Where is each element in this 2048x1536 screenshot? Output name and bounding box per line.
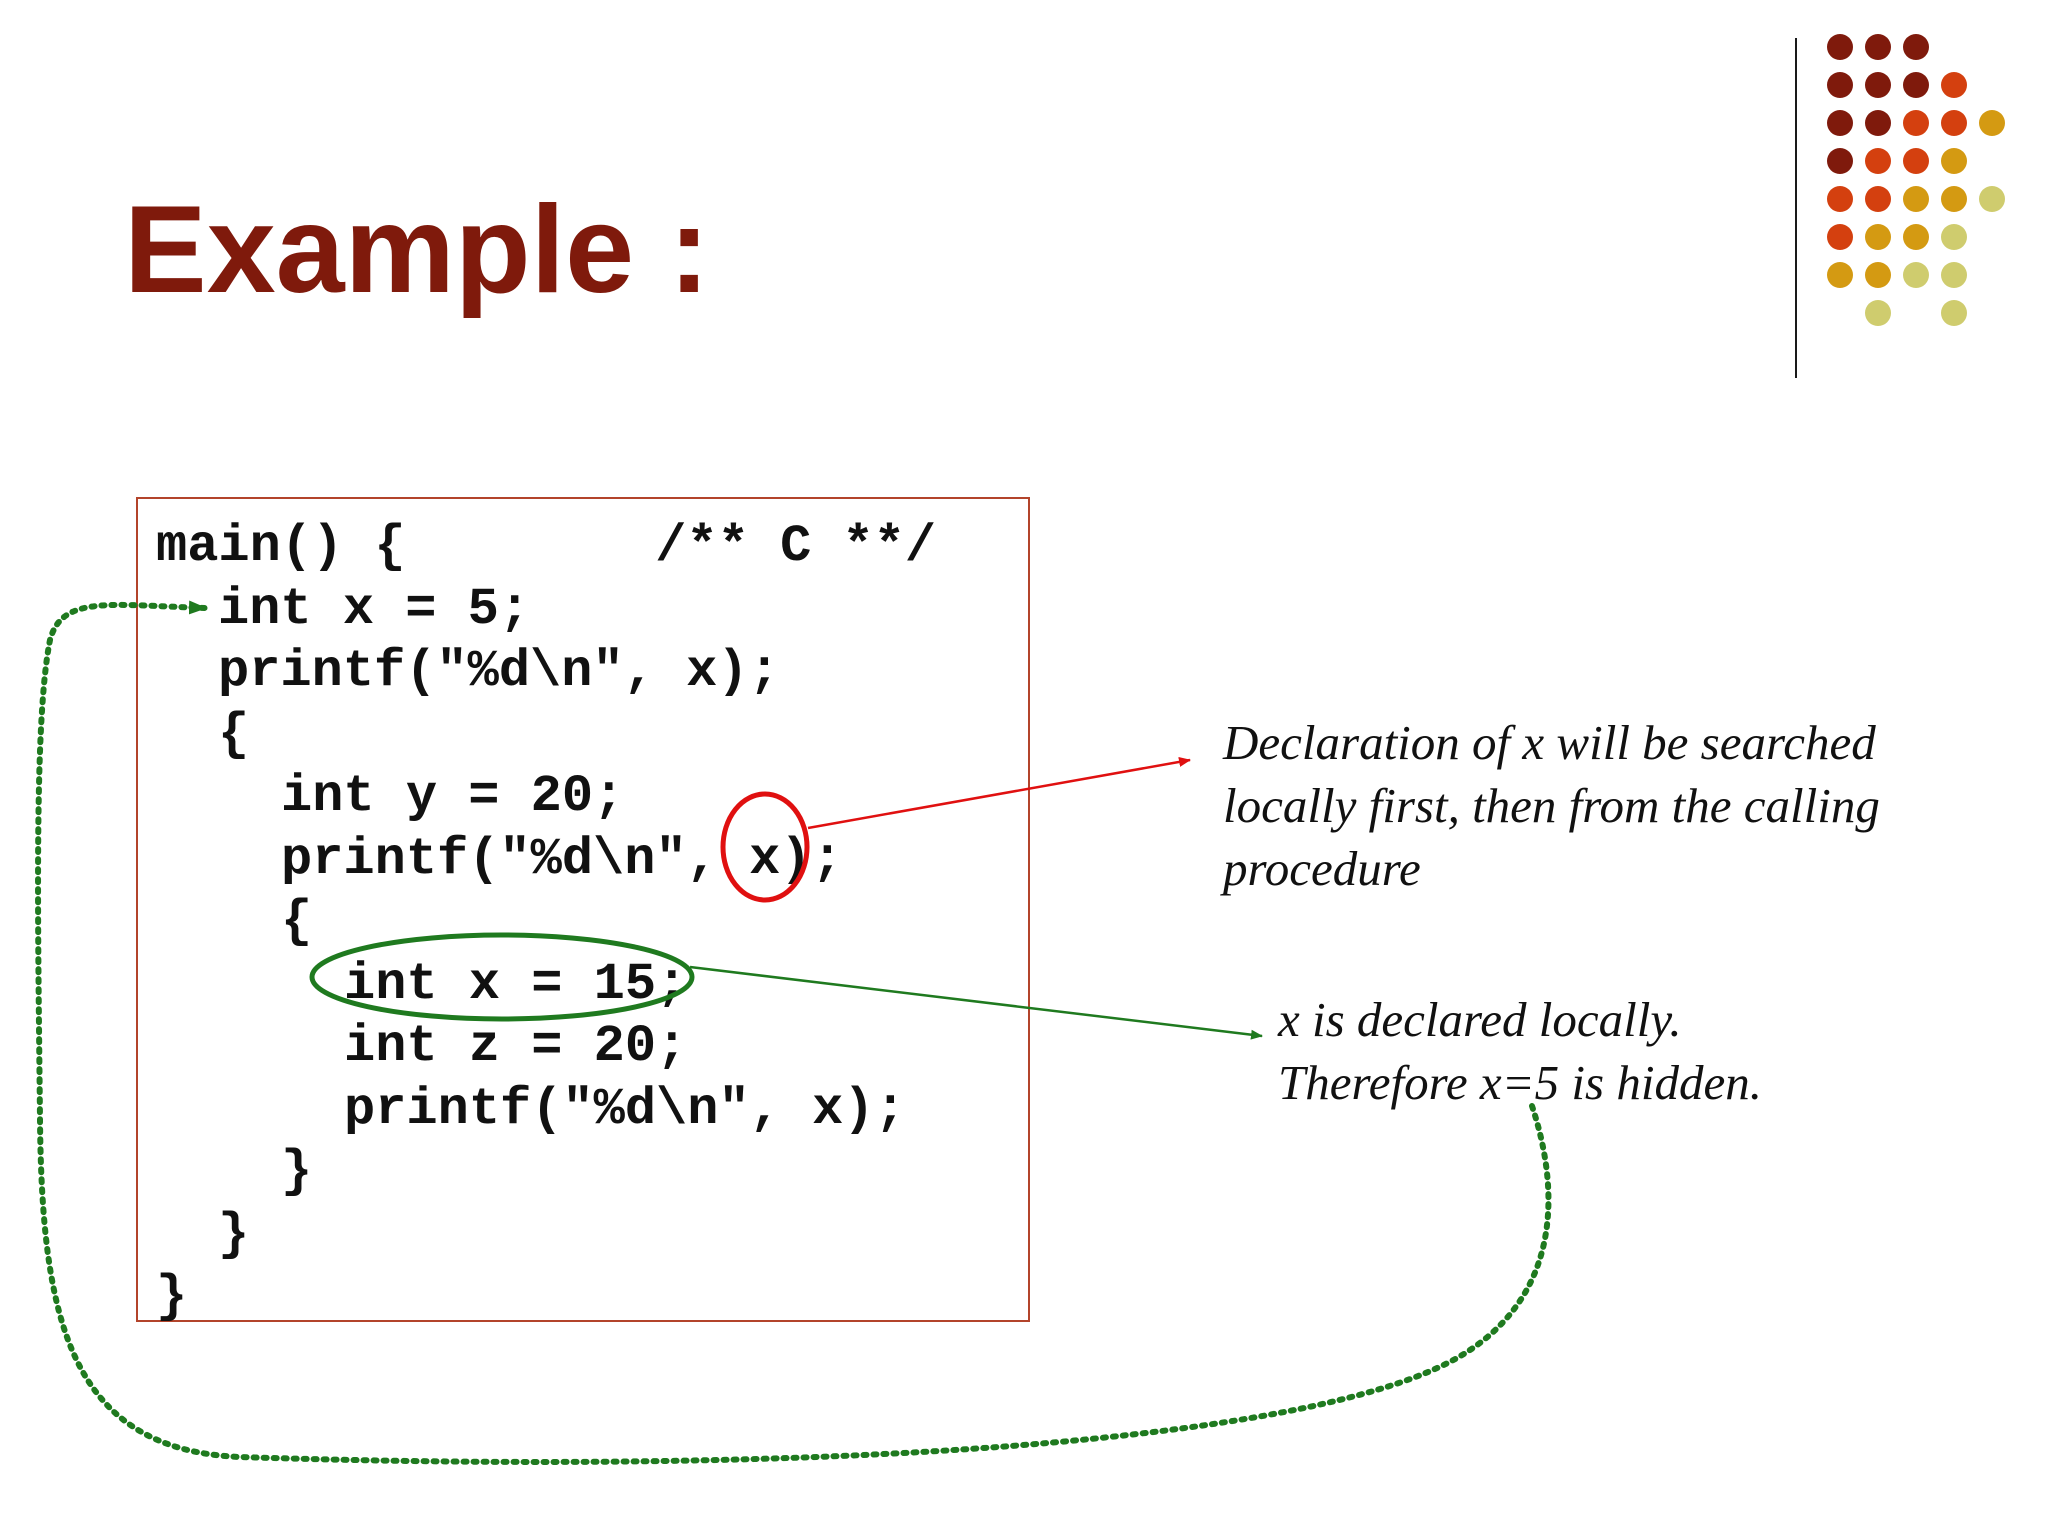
dot bbox=[1979, 186, 2005, 212]
code-line-printf-outer: printf("%d\n", x); bbox=[218, 642, 780, 701]
dot bbox=[1941, 224, 1967, 250]
dot bbox=[1865, 110, 1891, 136]
code-line-int-y-20: int y = 20; bbox=[281, 767, 625, 826]
dot bbox=[1827, 110, 1853, 136]
local-declaration-arrow bbox=[689, 965, 1263, 1040]
dot bbox=[1903, 34, 1929, 60]
code-line-int-x-15: int x = 15; bbox=[344, 955, 688, 1014]
dot bbox=[1865, 186, 1891, 212]
dot bbox=[1903, 72, 1929, 98]
dot bbox=[1827, 72, 1853, 98]
dot bbox=[1865, 262, 1891, 288]
hidden-variable-dotted-link bbox=[35, 600, 1552, 1465]
dot bbox=[1941, 262, 1967, 288]
title-divider-line bbox=[1795, 38, 1797, 378]
code-line-brace-open-2: { bbox=[281, 892, 313, 951]
dot bbox=[1941, 186, 1967, 212]
code-line-brace-close-1: } bbox=[218, 1205, 250, 1264]
code-line-brace-open-1: { bbox=[218, 705, 250, 764]
dot bbox=[1941, 110, 1967, 136]
code-line-printf-inner: printf("%d\n", x); bbox=[344, 1080, 906, 1139]
dot bbox=[1941, 148, 1967, 174]
dot bbox=[1903, 262, 1929, 288]
code-line-main: main() { /** C **/ bbox=[156, 517, 937, 576]
hidden-note-line-1: x is declared locally. bbox=[1278, 992, 1682, 1047]
code-box bbox=[136, 497, 1030, 1322]
dot bbox=[1827, 34, 1853, 60]
dot bbox=[1827, 224, 1853, 250]
code-line-brace-close-main: } bbox=[156, 1267, 188, 1326]
dot bbox=[1865, 34, 1891, 60]
dot bbox=[1903, 186, 1929, 212]
dot bbox=[1979, 110, 2005, 136]
dot bbox=[1827, 186, 1853, 212]
dot bbox=[1903, 148, 1929, 174]
code-line-printf-middle: printf("%d\n", x); bbox=[281, 830, 843, 889]
hidden-note-line-2: Therefore x=5 is hidden. bbox=[1278, 1055, 1762, 1110]
dot bbox=[1827, 148, 1853, 174]
slide-title: Example : bbox=[124, 181, 710, 319]
code-line-int-x-5: int x = 5; bbox=[218, 580, 531, 639]
lookup-note-line-2: locally first, then from the calling bbox=[1223, 778, 1880, 833]
lookup-arrow bbox=[807, 757, 1191, 830]
highlight-circle-outer-x bbox=[720, 791, 810, 903]
dot bbox=[1941, 72, 1967, 98]
highlight-ellipse-local-x bbox=[309, 932, 695, 1022]
dot bbox=[1941, 300, 1967, 326]
dot bbox=[1827, 262, 1853, 288]
code-line-brace-close-2: } bbox=[281, 1142, 313, 1201]
dot bbox=[1903, 110, 1929, 136]
lookup-note-line-1: Declaration of x will be searched bbox=[1223, 715, 1876, 770]
dot bbox=[1865, 300, 1891, 326]
dot bbox=[1903, 224, 1929, 250]
code-line-int-z-20: int z = 20; bbox=[344, 1017, 688, 1076]
dot bbox=[1865, 224, 1891, 250]
dot bbox=[1865, 72, 1891, 98]
dot bbox=[1865, 148, 1891, 174]
lookup-note-line-3: procedure bbox=[1223, 841, 1421, 896]
